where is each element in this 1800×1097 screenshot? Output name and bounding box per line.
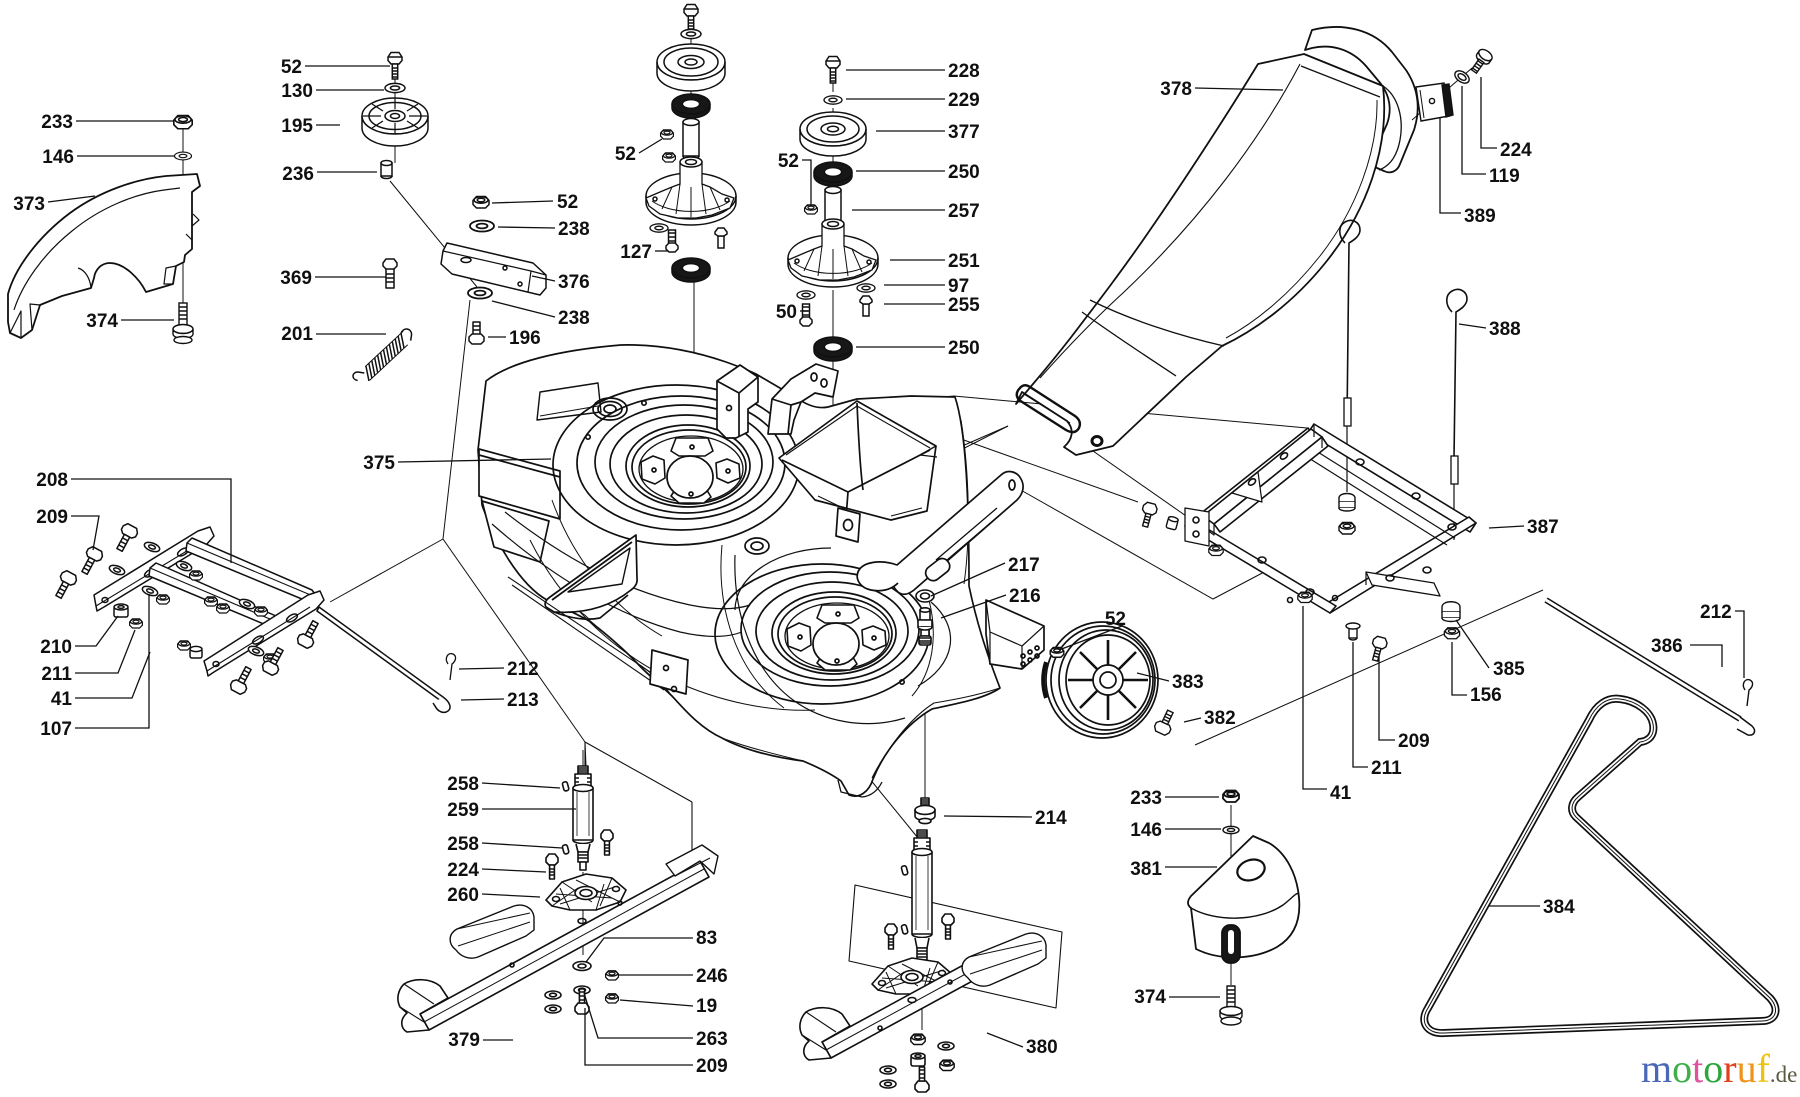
svg-text:388: 388 — [1489, 319, 1521, 340]
svg-text:250: 250 — [948, 162, 980, 183]
svg-text:212: 212 — [1700, 602, 1732, 623]
svg-text:386: 386 — [1651, 636, 1683, 657]
svg-text:212: 212 — [507, 659, 539, 680]
svg-text:385: 385 — [1493, 659, 1525, 680]
svg-text:377: 377 — [948, 122, 980, 143]
svg-text:373: 373 — [13, 194, 45, 215]
svg-text:119: 119 — [1489, 166, 1520, 187]
svg-text:224: 224 — [447, 860, 479, 881]
svg-text:146: 146 — [42, 147, 74, 168]
svg-text:211: 211 — [1371, 758, 1402, 779]
svg-text:369: 369 — [280, 268, 312, 289]
svg-text:41: 41 — [1330, 783, 1352, 804]
svg-text:246: 246 — [696, 966, 728, 987]
svg-text:259: 259 — [447, 800, 479, 821]
svg-text:389: 389 — [1464, 206, 1496, 227]
svg-text:375: 375 — [363, 453, 395, 474]
svg-text:52: 52 — [615, 144, 636, 165]
svg-text:127: 127 — [620, 242, 652, 263]
svg-text:260: 260 — [447, 885, 479, 906]
svg-text:motoruf.de: motoruf.de — [1641, 1046, 1797, 1091]
svg-text:384: 384 — [1543, 897, 1575, 918]
svg-text:236: 236 — [282, 164, 314, 185]
svg-text:251: 251 — [948, 251, 980, 272]
svg-text:209: 209 — [1398, 731, 1430, 752]
svg-text:83: 83 — [696, 928, 717, 949]
svg-text:107: 107 — [40, 719, 72, 740]
svg-text:238: 238 — [558, 219, 590, 240]
svg-text:52: 52 — [557, 192, 578, 213]
svg-text:263: 263 — [696, 1029, 728, 1050]
svg-text:130: 130 — [281, 81, 313, 102]
svg-text:238: 238 — [558, 308, 590, 329]
svg-text:224: 224 — [1500, 140, 1532, 161]
svg-text:19: 19 — [696, 996, 717, 1017]
svg-text:97: 97 — [948, 276, 969, 297]
svg-text:209: 209 — [696, 1056, 728, 1077]
svg-text:210: 210 — [40, 637, 72, 658]
svg-text:250: 250 — [948, 338, 980, 359]
svg-text:233: 233 — [41, 112, 73, 133]
svg-text:195: 195 — [281, 116, 313, 137]
svg-text:233: 233 — [1130, 788, 1162, 809]
svg-text:209: 209 — [36, 507, 68, 528]
svg-text:382: 382 — [1204, 708, 1236, 729]
svg-text:211: 211 — [41, 664, 72, 685]
svg-text:52: 52 — [281, 57, 302, 78]
svg-text:228: 228 — [948, 61, 980, 82]
svg-text:374: 374 — [1134, 987, 1166, 1008]
svg-text:213: 213 — [507, 690, 539, 711]
svg-text:380: 380 — [1026, 1037, 1058, 1058]
svg-text:258: 258 — [447, 774, 479, 795]
svg-text:146: 146 — [1130, 820, 1162, 841]
svg-text:50: 50 — [776, 302, 797, 323]
svg-text:381: 381 — [1130, 859, 1162, 880]
svg-text:156: 156 — [1470, 685, 1502, 706]
svg-text:217: 217 — [1008, 555, 1040, 576]
svg-text:229: 229 — [948, 90, 980, 111]
svg-text:208: 208 — [36, 470, 68, 491]
svg-text:387: 387 — [1527, 517, 1559, 538]
svg-text:383: 383 — [1172, 672, 1204, 693]
svg-text:41: 41 — [51, 689, 73, 710]
svg-text:52: 52 — [1105, 609, 1126, 630]
svg-text:52: 52 — [778, 151, 799, 172]
svg-text:196: 196 — [509, 328, 541, 349]
svg-text:258: 258 — [447, 834, 479, 855]
svg-text:216: 216 — [1009, 586, 1041, 607]
svg-text:255: 255 — [948, 295, 980, 316]
svg-text:374: 374 — [86, 311, 118, 332]
svg-text:376: 376 — [558, 272, 590, 293]
svg-text:379: 379 — [448, 1030, 480, 1051]
svg-text:378: 378 — [1160, 79, 1192, 100]
svg-text:201: 201 — [281, 324, 313, 345]
svg-text:214: 214 — [1035, 808, 1067, 829]
svg-text:257: 257 — [948, 201, 980, 222]
